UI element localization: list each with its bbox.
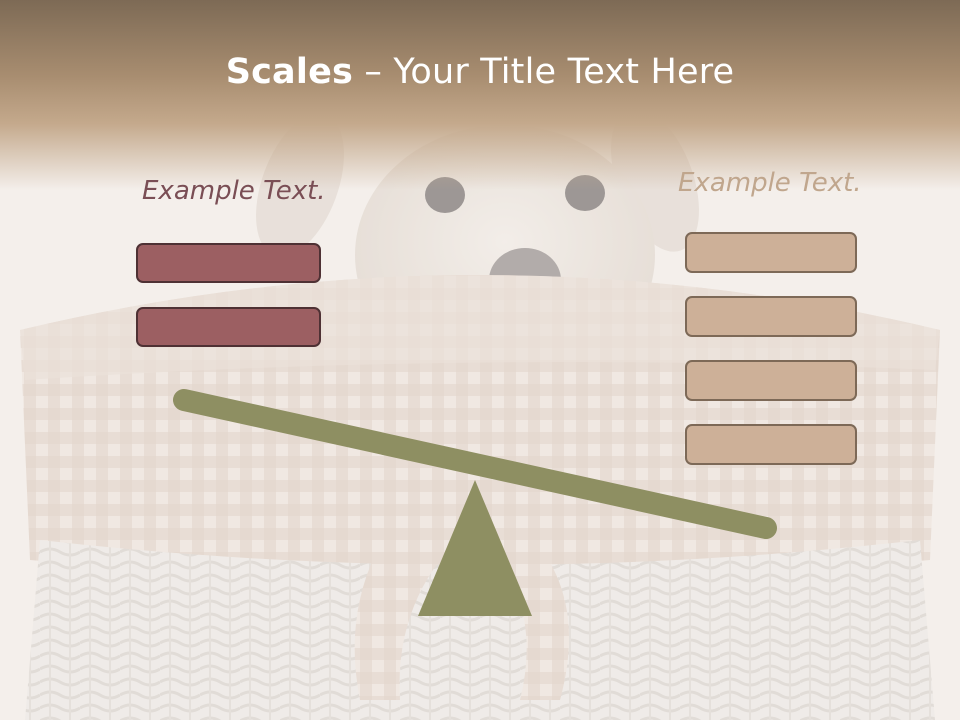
right-weight-box-1 bbox=[685, 232, 857, 273]
left-weight-box-1 bbox=[136, 243, 321, 283]
title-rest: – Your Title Text Here bbox=[353, 52, 735, 92]
right-weight-box-2 bbox=[685, 296, 857, 337]
right-weight-box-3 bbox=[685, 360, 857, 401]
right-caption: Example Text. bbox=[678, 168, 862, 198]
scale-beam bbox=[173, 389, 777, 539]
scale-fulcrum bbox=[418, 480, 532, 616]
left-caption: Example Text. bbox=[142, 176, 326, 206]
title-bold: Scales bbox=[225, 52, 354, 92]
slide-title: Scales – Your Title Text Here bbox=[0, 52, 960, 92]
left-weight-box-2 bbox=[136, 307, 321, 347]
header-band bbox=[0, 0, 960, 190]
right-weight-box-4 bbox=[685, 424, 857, 465]
